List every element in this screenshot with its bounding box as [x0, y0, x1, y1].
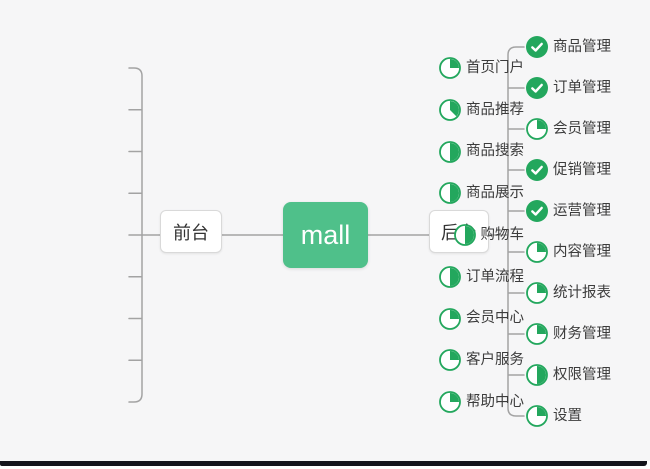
check-circle-icon — [526, 77, 548, 99]
mindmap-subtopic[interactable]: 首页门户 — [439, 56, 524, 80]
progress-pie-icon — [439, 57, 461, 79]
progress-pie-icon — [526, 118, 548, 140]
root-node-mall[interactable]: mall — [283, 202, 368, 268]
subtopic-label: 设置 — [553, 407, 582, 424]
subtopic-label: 统计报表 — [553, 284, 611, 301]
mindmap-subtopic[interactable]: 权限管理 — [526, 363, 611, 387]
subtopic-label: 会员管理 — [553, 120, 611, 137]
progress-pie-icon — [439, 265, 461, 288]
check-circle-icon — [526, 159, 548, 181]
progress-pie-icon — [526, 241, 548, 263]
subtopic-label: 订单流程 — [466, 268, 524, 285]
check-circle-icon — [526, 200, 548, 222]
mindmap-subtopic[interactable]: 订单流程 — [439, 265, 524, 289]
subtopic-label: 会员中心 — [466, 310, 524, 327]
subtopic-label: 首页门户 — [466, 59, 524, 76]
window-bottom-edge — [0, 461, 647, 466]
mindmap-subtopic[interactable]: 促销管理 — [526, 158, 611, 182]
progress-pie-icon — [439, 182, 461, 205]
subtopic-label: 购物车 — [480, 226, 525, 243]
mindmap-subtopic[interactable]: 商品搜索 — [439, 140, 524, 164]
progress-pie-icon — [439, 98, 461, 121]
progress-pie-icon — [453, 224, 476, 246]
mindmap-subtopic[interactable]: 统计报表 — [526, 281, 611, 305]
subtopic-label: 财务管理 — [553, 325, 611, 342]
subtopic-label: 商品展示 — [466, 185, 524, 201]
root-node-label: mall — [300, 219, 351, 250]
mindmap-subtopic[interactable]: 商品管理 — [526, 35, 611, 59]
progress-pie-icon — [526, 323, 548, 345]
progress-pie-icon — [526, 364, 548, 386]
mindmap-subtopic[interactable]: 客户服务 — [439, 348, 524, 372]
mindmap-subtopic[interactable]: 运营管理 — [526, 199, 611, 223]
mindmap-subtopic[interactable]: 内容管理 — [526, 240, 611, 264]
progress-pie-icon — [439, 391, 461, 413]
mindmap-subtopic[interactable]: 订单管理 — [526, 76, 611, 100]
subtopic-label: 促销管理 — [553, 161, 611, 178]
mindmap-subtopic[interactable]: 商品展示 — [439, 181, 524, 205]
progress-pie-icon — [526, 405, 548, 427]
check-circle-icon — [526, 36, 548, 58]
subtopic-label: 内容管理 — [553, 243, 611, 260]
progress-pie-icon — [526, 282, 548, 304]
mindmap-subtopic[interactable]: 财务管理 — [526, 322, 611, 346]
mindmap-subtopic[interactable]: 帮助中心 — [439, 390, 524, 414]
subtopic-label: 订单管理 — [553, 79, 611, 96]
branch-node-frontend[interactable]: 前台 — [160, 210, 222, 253]
subtopic-label: 运营管理 — [553, 202, 611, 219]
progress-pie-icon — [439, 140, 461, 163]
subtopic-label: 商品管理 — [553, 38, 611, 55]
subtopic-label: 客户服务 — [466, 352, 524, 368]
subtopic-label: 权限管理 — [553, 366, 611, 383]
progress-pie-icon — [439, 349, 461, 372]
mindmap-subtopic[interactable]: 设置 — [526, 404, 582, 428]
progress-pie-icon — [439, 307, 461, 330]
subtopic-label: 商品推荐 — [466, 101, 524, 118]
mindmap-subtopic[interactable]: 购物车 — [453, 223, 525, 247]
mindmap-subtopic[interactable]: 会员中心 — [439, 307, 524, 331]
mindmap-subtopic[interactable]: 会员管理 — [526, 117, 611, 141]
branch-node-label: 前台 — [173, 222, 209, 243]
subtopic-label: 帮助中心 — [466, 393, 524, 410]
mindmap-subtopic[interactable]: 商品推荐 — [439, 98, 524, 122]
subtopic-label: 商品搜索 — [466, 143, 524, 160]
